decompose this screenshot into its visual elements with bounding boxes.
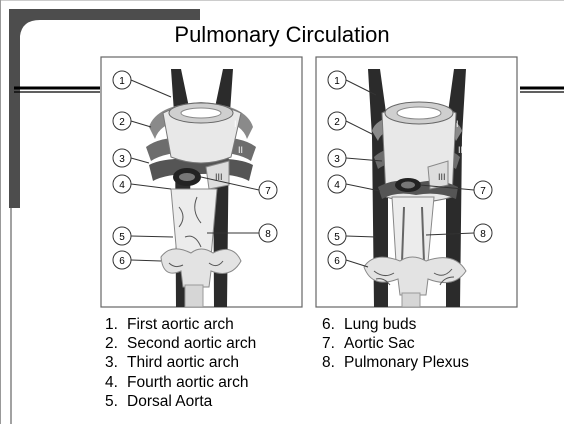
svg-text:6: 6 — [334, 256, 340, 267]
svg-text:8: 8 — [265, 229, 271, 240]
legend-item-4: 4.Fourth aortic arch — [105, 373, 256, 392]
svg-text:3: 3 — [334, 154, 340, 165]
lung-buds — [161, 249, 241, 287]
callout-7: 7 — [474, 181, 492, 199]
numeral-II: II — [458, 145, 463, 155]
svg-text:2: 2 — [119, 117, 125, 128]
callout-5: 5 — [113, 227, 131, 245]
callout-8: 8 — [259, 224, 277, 242]
callout-5: 5 — [328, 227, 346, 245]
svg-text:7: 7 — [265, 186, 271, 197]
lung-tube — [171, 189, 217, 257]
callout-6: 6 — [113, 251, 131, 269]
callout-2: 2 — [328, 112, 346, 130]
callout-1: 1 — [113, 71, 131, 89]
callout-4: 4 — [113, 175, 131, 193]
numeral-I: I — [234, 119, 237, 129]
svg-text:4: 4 — [119, 180, 125, 191]
legend-item-6: 6.Lung buds — [322, 315, 469, 334]
legend-item-5: 5.Dorsal Aorta — [105, 392, 256, 411]
callout-2: 2 — [113, 112, 131, 130]
legend-item-8: 8.Pulmonary Plexus — [322, 353, 469, 372]
callout-3: 3 — [113, 149, 131, 167]
svg-text:2: 2 — [334, 117, 340, 128]
numeral-III: III — [438, 172, 446, 182]
slide-title: Pulmonary Circulation — [0, 22, 564, 48]
legend-item-3: 3.Third aortic arch — [105, 353, 256, 372]
svg-text:1: 1 — [334, 76, 340, 87]
svg-text:5: 5 — [119, 232, 125, 243]
legend-item-1: 1.First aortic arch — [105, 315, 256, 334]
svg-text:4: 4 — [334, 180, 340, 191]
diagram-late-arches: I II III 1 2 3 4 5 6 7 8 — [316, 57, 517, 307]
svg-text:7: 7 — [480, 186, 486, 197]
callout-3: 3 — [328, 149, 346, 167]
callout-8: 8 — [474, 224, 492, 242]
legend-column-right: 6.Lung buds 7.Aortic Sac 8.Pulmonary Ple… — [322, 315, 469, 373]
svg-text:5: 5 — [334, 232, 340, 243]
svg-text:1: 1 — [119, 76, 125, 87]
diagram-early-arches: I II III 1 2 3 4 5 6 7 8 — [101, 57, 302, 307]
svg-text:6: 6 — [119, 256, 125, 267]
svg-text:3: 3 — [119, 154, 125, 165]
numeral-I: I — [456, 119, 459, 129]
lung-tube — [392, 197, 434, 262]
legend-item-7: 7.Aortic Sac — [322, 334, 469, 353]
svg-text:8: 8 — [480, 229, 486, 240]
callout-6: 6 — [328, 251, 346, 269]
callout-1: 1 — [328, 71, 346, 89]
callout-4: 4 — [328, 175, 346, 193]
numeral-II: II — [238, 145, 243, 155]
legend-column-left: 1.First aortic arch 2.Second aortic arch… — [105, 315, 256, 411]
legend-item-2: 2.Second aortic arch — [105, 334, 256, 353]
callout-7: 7 — [259, 181, 277, 199]
